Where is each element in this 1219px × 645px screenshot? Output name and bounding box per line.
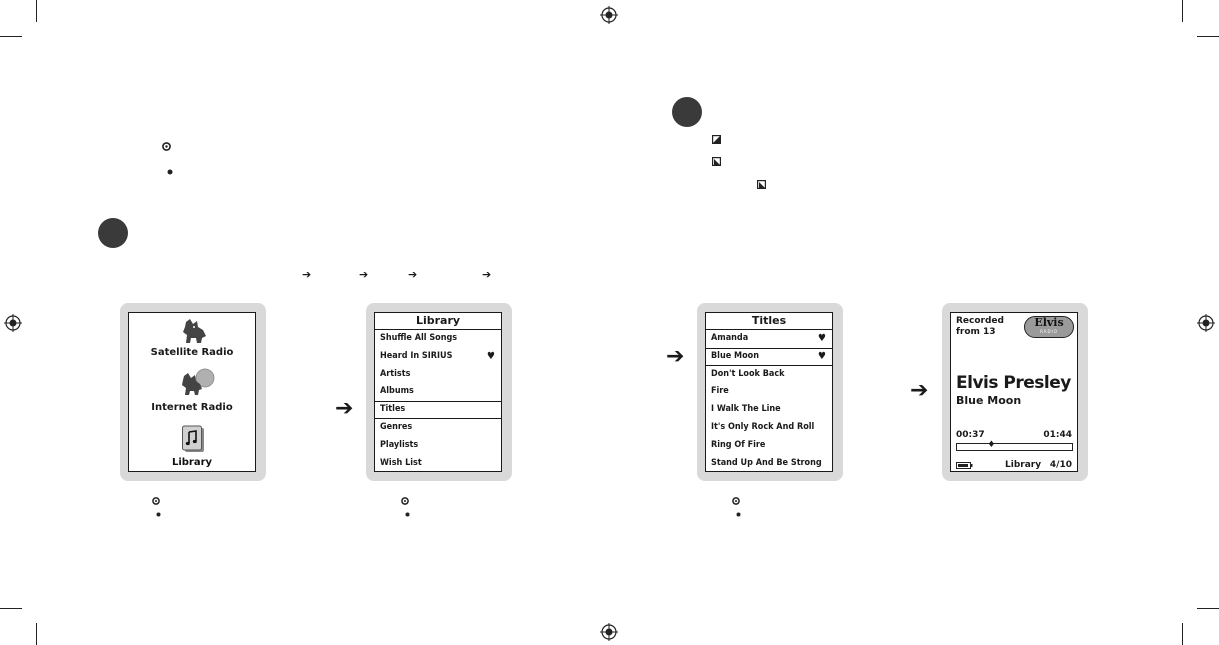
select-button-icon [732, 497, 740, 505]
list-item-label: Shuffle All Songs [380, 333, 458, 343]
menu-item-internet-radio[interactable]: Internet Radio [151, 402, 233, 413]
list-item[interactable]: Stand Up And Be Strong [706, 455, 832, 471]
list-item[interactable]: I Walk The Line [706, 401, 832, 419]
elapsed-time: 00:37 [956, 430, 985, 440]
device-screen-library: Library Shuffle All Songs Heard In SIRIU… [366, 303, 512, 481]
list-item-label: Titles [380, 404, 406, 415]
menu-item-satellite-radio[interactable]: Satellite Radio [150, 347, 234, 358]
screen-title: Library [375, 313, 501, 330]
list-item-label: Don't Look Back [711, 368, 785, 379]
arrow-right-icon: ➔ [408, 268, 418, 281]
crop-mark [1182, 0, 1183, 22]
list-item-label: It's Only Rock And Roll [711, 421, 815, 432]
crop-mark [0, 608, 22, 609]
channel-logo-text: Elvis [1034, 316, 1064, 329]
heart-icon: ♥ [817, 333, 826, 344]
list-item-label: Fire [711, 386, 729, 397]
list-item-label: Wish List [380, 457, 422, 468]
bullet-dot-icon [156, 512, 161, 517]
arrow-right-icon: ➔ [910, 378, 929, 403]
track-position: 4/10 [1049, 460, 1072, 470]
recorded-channel: from 13 [956, 327, 996, 337]
registration-mark-icon [1197, 314, 1215, 332]
menu-item-library[interactable]: Library [171, 457, 213, 468]
list-item-label: I Walk The Line [711, 404, 781, 415]
screen-display: Titles Amanda ♥ Blue Moon ♥ Don't Look Bac… [705, 312, 833, 472]
list-item[interactable]: Don't Look Back [706, 366, 832, 384]
device-screen-main-menu: Satellite Radio Internet Radio Library [120, 303, 266, 481]
list-item-label: Stand Up And Be Strong [711, 457, 822, 468]
music-note-icon [182, 425, 204, 452]
heart-icon: ♥ [486, 350, 495, 362]
crop-mark [0, 36, 22, 37]
channel-logo: Elvis RADIO [1024, 316, 1074, 338]
dog-icon [183, 319, 206, 343]
crop-mark [1197, 36, 1219, 37]
crop-mark [36, 623, 37, 645]
select-button-icon [401, 497, 409, 505]
corner-marker-icon [712, 157, 721, 166]
list-item[interactable]: Shuffle All Songs [375, 330, 501, 348]
dog-globe-icon [182, 368, 215, 395]
registration-mark-icon [600, 6, 618, 24]
bullet-dot-icon [736, 512, 741, 517]
recorded-label: Recorded [956, 316, 1004, 326]
select-button-icon [152, 497, 160, 505]
list-item-label: Blue Moon [711, 350, 759, 361]
list-item[interactable]: Wish List [375, 455, 501, 471]
heart-icon: ♥ [817, 350, 826, 362]
artist-name: Elvis Presley [956, 373, 1071, 393]
progress-bar[interactable]: ♦ [956, 440, 1073, 451]
list-item[interactable]: Playlists [375, 437, 501, 455]
arrow-right-icon: ➔ [666, 344, 685, 369]
bullet-dot-icon [405, 512, 410, 517]
list-item-label: Heard In SIRIUS [380, 350, 453, 361]
list-item-label: Artists [380, 368, 411, 379]
list-item[interactable]: Artists [375, 366, 501, 384]
list-item-selected[interactable]: Blue Moon ♥ [706, 347, 832, 366]
device-screen-now-playing: Recorded from 13 Elvis RADIO Elvis Presl… [942, 303, 1088, 481]
step-marker-circle [98, 218, 128, 248]
arrow-right-icon: ➔ [359, 268, 369, 281]
list-item-label: Playlists [380, 439, 419, 450]
screen-title: Titles [706, 313, 832, 330]
list-item[interactable]: Genres [375, 419, 501, 437]
registration-mark-icon [600, 623, 618, 641]
device-screen-titles: Titles Amanda ♥ Blue Moon ♥ Don't Look Bac… [697, 303, 843, 481]
select-button-icon [162, 142, 171, 151]
corner-marker-icon [757, 180, 766, 189]
list-item[interactable]: Ring Of Fire [706, 437, 832, 455]
arrow-right-icon: ➔ [482, 268, 492, 281]
total-time: 01:44 [1043, 430, 1072, 440]
list-item-label: Genres [380, 421, 413, 432]
arrow-right-icon: ➔ [302, 268, 312, 281]
list-item[interactable]: Fire [706, 383, 832, 401]
channel-logo-sub: RADIO [1040, 329, 1058, 334]
registration-mark-icon [4, 314, 22, 332]
list-item-label: Amanda [711, 333, 749, 343]
list-item[interactable]: Heard In SIRIUS ♥ [375, 348, 501, 366]
step-marker-circle [672, 97, 702, 127]
battery-icon [956, 462, 973, 469]
bullet-dot-icon [167, 169, 173, 175]
list-item-label: Albums [380, 386, 414, 397]
corner-marker-icon [712, 135, 721, 144]
progress-thumb-icon[interactable]: ♦ [987, 440, 996, 450]
arrow-right-icon: ➔ [335, 396, 354, 421]
screen-display: Library Shuffle All Songs Heard In SIRIU… [374, 312, 502, 472]
crop-mark [1182, 623, 1183, 645]
list-item-selected[interactable]: Titles [375, 401, 501, 419]
list-item-label: Ring Of Fire [711, 439, 766, 450]
list-item[interactable]: Albums [375, 383, 501, 401]
list-item[interactable]: It's Only Rock And Roll [706, 419, 832, 437]
crop-mark [1197, 608, 1219, 609]
song-title: Blue Moon [956, 394, 1022, 407]
screen-display: Recorded from 13 Elvis RADIO Elvis Presl… [950, 312, 1078, 472]
crop-mark [36, 0, 37, 22]
list-item[interactable]: Amanda ♥ [706, 330, 832, 348]
screen-display: Satellite Radio Internet Radio Library [128, 312, 256, 472]
source-label: Library [1005, 460, 1042, 470]
